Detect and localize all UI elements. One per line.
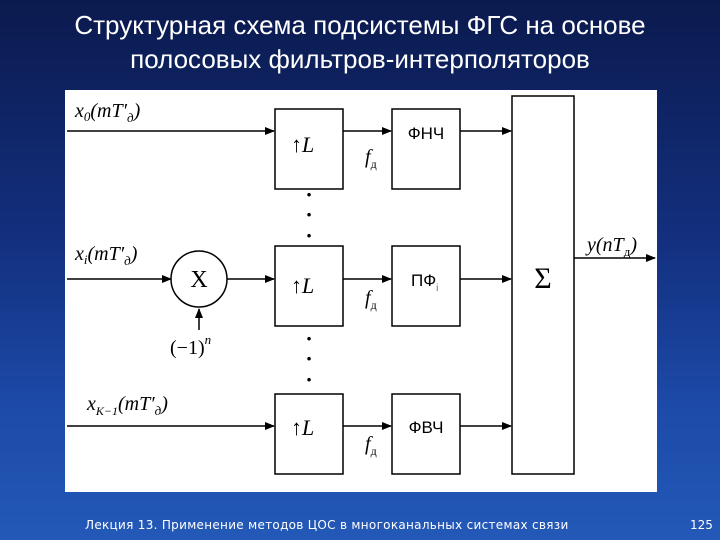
summer-symbol: Σ (534, 262, 551, 295)
multiplier-symbol: X (190, 267, 207, 293)
upsampler-label-bottom: ↑L (291, 415, 314, 440)
rate-label-top: fд (365, 146, 377, 171)
filter-label-lowpass: ФНЧ (408, 124, 445, 143)
ellipsis-dot: · (305, 367, 312, 392)
ellipsis-dot: · (305, 346, 312, 371)
ellipsis-dot: · (305, 202, 312, 227)
input-label-xk: xK−1(mT′д) (86, 393, 168, 418)
filter-label-bandpass: ПФi (411, 271, 438, 294)
filter-label-highpass: ФВЧ (409, 418, 444, 437)
slide-title-line-2: полосовых фильтров-интерполяторов (130, 44, 590, 74)
filter-block-bandpass (391, 245, 461, 327)
rate-label-middle: fд (365, 287, 377, 312)
ellipsis-dot: · (305, 182, 312, 207)
footer-lecture-title: Лекция 13. Применение методов ЦОС в мног… (85, 518, 569, 532)
multiplier-factor: (−1)n (170, 332, 211, 359)
slide-title-line-1: Структурная схема подсистемы ФГС на осно… (74, 10, 646, 40)
ellipsis-dot: · (305, 326, 312, 351)
filter-block-highpass (391, 393, 461, 475)
summer-block (511, 95, 575, 475)
block-diagram: x0(mT′д) xi(mT′д) xK−1(mT′д) X (−1)n ↑L … (67, 95, 656, 475)
diagram-panel: x0(mT′д) xi(mT′д) xK−1(mT′д) X (−1)n ↑L … (65, 90, 657, 492)
upsampler-block-top (274, 108, 344, 190)
output-label: y(nTд) (585, 234, 637, 259)
ellipsis-dot: · (305, 223, 312, 248)
filter-block-lowpass (391, 108, 461, 190)
upsampler-label-top: ↑L (291, 132, 314, 157)
upsampler-block-middle (274, 245, 344, 327)
upsampler-block-bottom (274, 393, 344, 475)
input-label-x0: x0(mT′д) (74, 100, 141, 125)
multiplier-circle (170, 250, 228, 308)
footer-page-number: 125 (690, 518, 713, 532)
input-label-xi: xi(mT′д) (74, 243, 138, 268)
rate-label-bottom: fд (365, 433, 377, 458)
upsampler-label-middle: ↑L (291, 273, 314, 298)
